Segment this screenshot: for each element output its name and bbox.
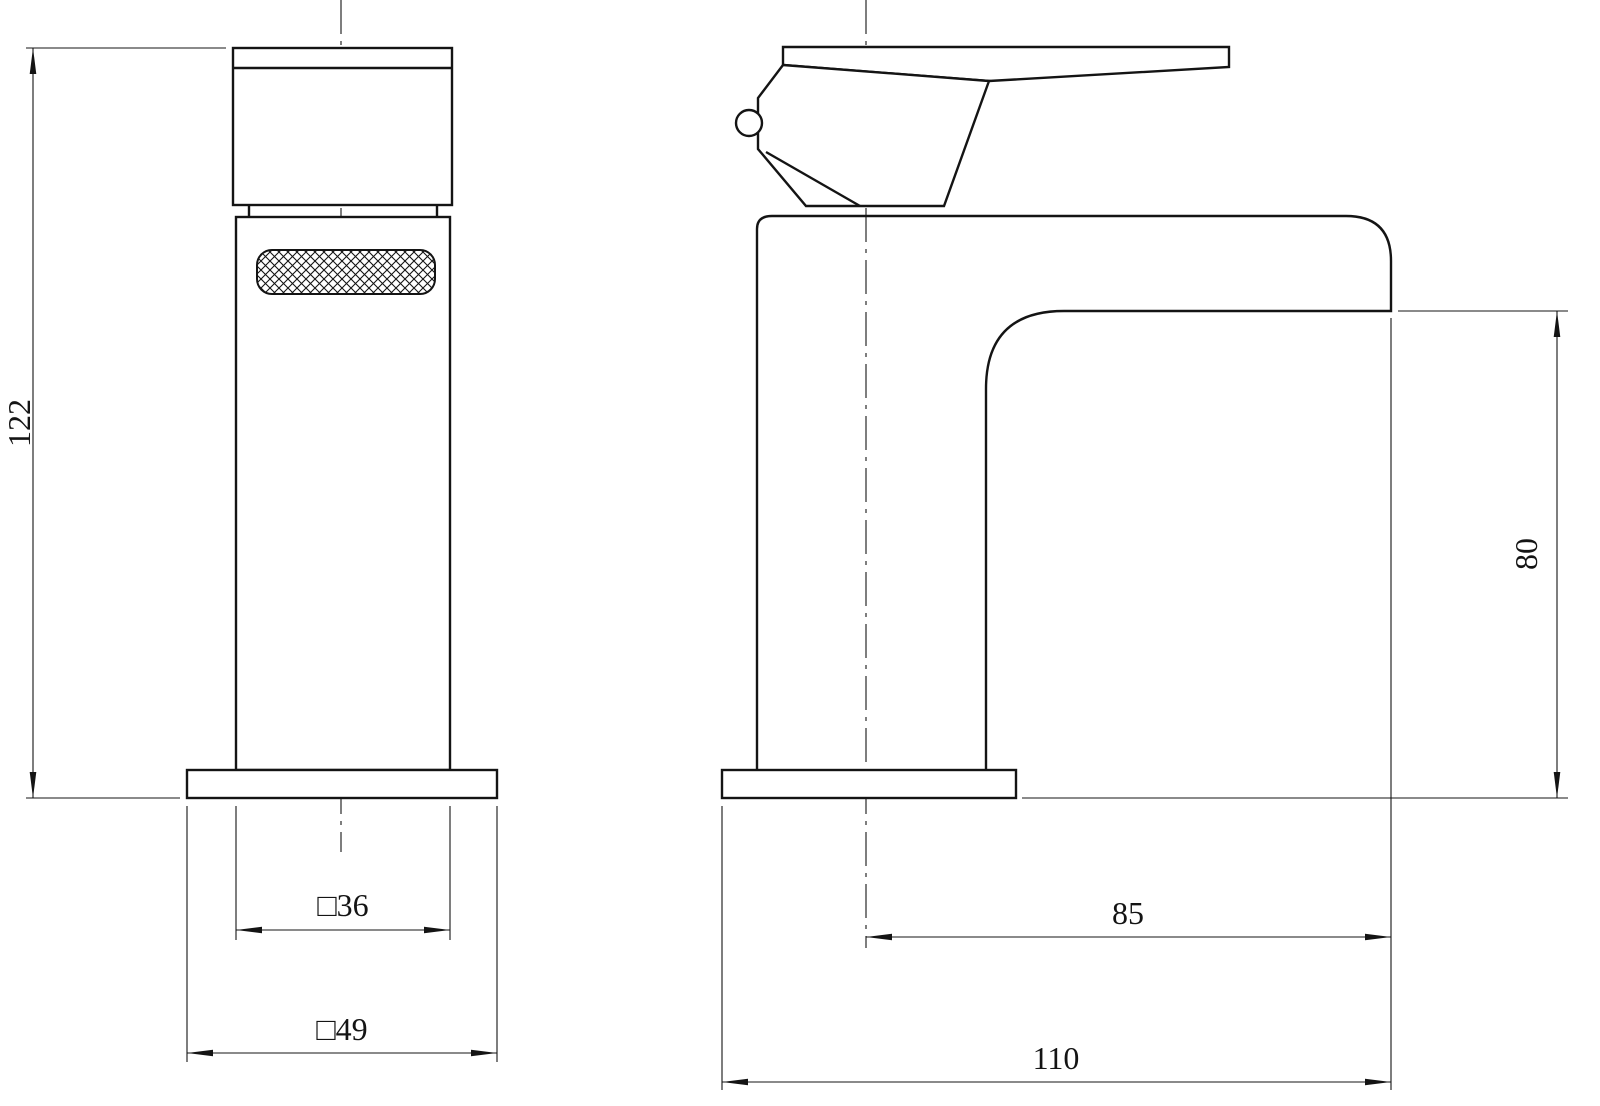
side-view: 80 85 110: [720, 0, 1568, 1090]
side-spout-profile: [755, 214, 1393, 770]
dimension-label-overall-height: 122: [1, 399, 37, 447]
front-view: 122 □36 □49: [1, 0, 499, 1062]
dimension-label-spout-projection: 85: [1112, 895, 1144, 931]
dimension-label-spout-clearance: 80: [1508, 538, 1544, 570]
side-handle-body: [756, 63, 991, 208]
dimension-label-body-square: □36: [317, 887, 368, 923]
front-base-flange: [185, 768, 499, 800]
front-column: [234, 215, 452, 772]
side-screw-cover: [734, 108, 764, 138]
aerator-mesh: [256, 249, 436, 295]
dimension-label-base-square: □49: [316, 1011, 367, 1047]
side-handle-contour: [765, 150, 861, 208]
dimension-label-overall-projection: 110: [1033, 1040, 1080, 1076]
side-base-flange: [720, 768, 1018, 800]
front-head-body: [231, 46, 454, 207]
